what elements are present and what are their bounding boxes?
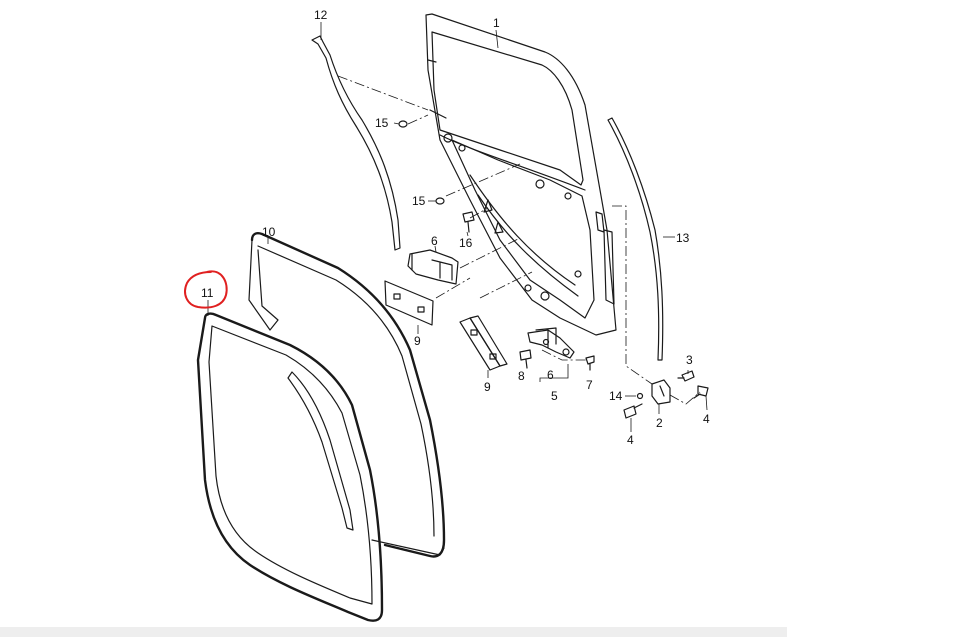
upper-seal-strip-part [311,35,401,251]
callout-5: 5 [551,389,558,403]
outer-door-seal-part [196,312,445,622]
callout-15-upper: 15 [375,116,389,130]
callout-9-upper: 9 [414,334,421,348]
hinge-part [636,379,671,405]
callout-6-handle: 6 [431,234,438,248]
callout-11: 11 [201,286,214,300]
callout-8: 8 [518,369,525,383]
callout-10: 10 [262,225,276,239]
grommet-15-lower-part [435,197,445,205]
callout-labels: 1 2 3 4 4 5 6 6 7 8 9 9 10 11 12 13 14 1… [201,8,710,447]
callout-7: 7 [586,378,593,392]
callout-3: 3 [686,353,693,367]
highlight-circle [184,270,228,309]
bottom-scroll-strip [0,627,787,637]
check-strap-part [519,327,595,371]
screw-4-left-part [623,403,643,419]
alignment-lines [337,75,701,405]
screw-16-part [462,211,475,233]
tape-upper-part [384,280,434,326]
door-shell-part [425,13,617,336]
callout-6-strap: 6 [547,368,554,382]
callout-4-left: 4 [627,433,634,447]
callout-2: 2 [656,416,663,430]
callout-13: 13 [676,231,690,245]
callout-15-lower: 15 [412,194,426,208]
callout-16: 16 [459,236,473,250]
callout-14: 14 [609,389,623,403]
callout-9-lower: 9 [484,380,491,394]
tape-lower-part [459,315,508,371]
callout-4-right: 4 [703,412,710,426]
rear-seal-strip-part [607,117,664,361]
inner-door-seal-part [248,232,446,558]
callout-1: 1 [493,16,500,30]
grommet-15-upper-part [398,120,408,128]
callout-12: 12 [314,8,328,22]
screw-3-part [677,370,695,382]
handle-bracket-part [407,249,459,285]
